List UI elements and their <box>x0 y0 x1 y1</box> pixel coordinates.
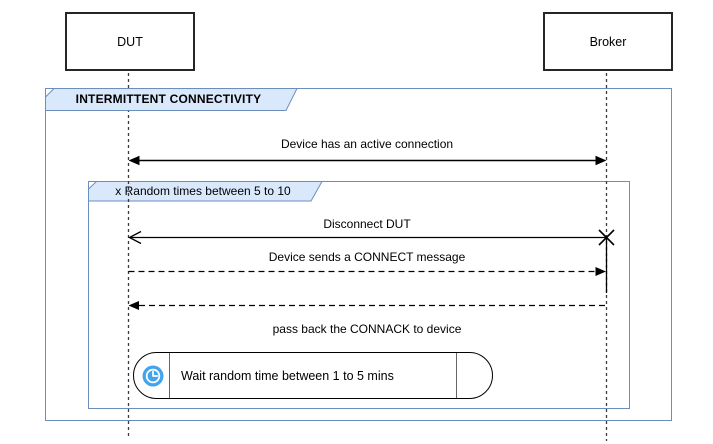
open-arrowhead-icon <box>128 230 142 245</box>
connect-arrow <box>128 267 606 276</box>
actor-dut: DUT <box>65 12 195 71</box>
actor-dut-label: DUT <box>117 34 143 49</box>
disconnect-arrow <box>128 229 615 246</box>
clock-icon <box>142 365 164 387</box>
wait-note: Wait random time between 1 to 5 mins <box>133 352 493 399</box>
actor-broker: Broker <box>543 12 673 71</box>
connack-label: pass back the CONNACK to device <box>272 322 462 336</box>
wait-box-divider <box>169 353 170 398</box>
lost-message-x-icon <box>598 229 615 246</box>
connect-label: Device sends a CONNECT message <box>268 250 466 264</box>
arrowhead-left-icon <box>128 301 139 310</box>
active-connection-arrow <box>128 155 607 166</box>
arrowhead-right-icon <box>595 155 607 166</box>
disconnect-label: Disconnect DUT <box>323 217 411 231</box>
outer-frame-title: INTERMITTENT CONNECTIVITY <box>75 92 262 106</box>
wait-note-label: Wait random time between 1 to 5 mins <box>181 368 394 383</box>
arrowhead-right-icon <box>595 267 606 276</box>
active-connection-label: Device has an active connection <box>280 137 454 151</box>
arrowhead-left-icon <box>128 155 140 166</box>
connack-return-arrow <box>128 301 607 310</box>
loop-frame-title: x Random times between 5 to 10 <box>115 184 291 198</box>
wait-box-divider <box>456 353 457 398</box>
actor-broker-label: Broker <box>589 34 627 49</box>
